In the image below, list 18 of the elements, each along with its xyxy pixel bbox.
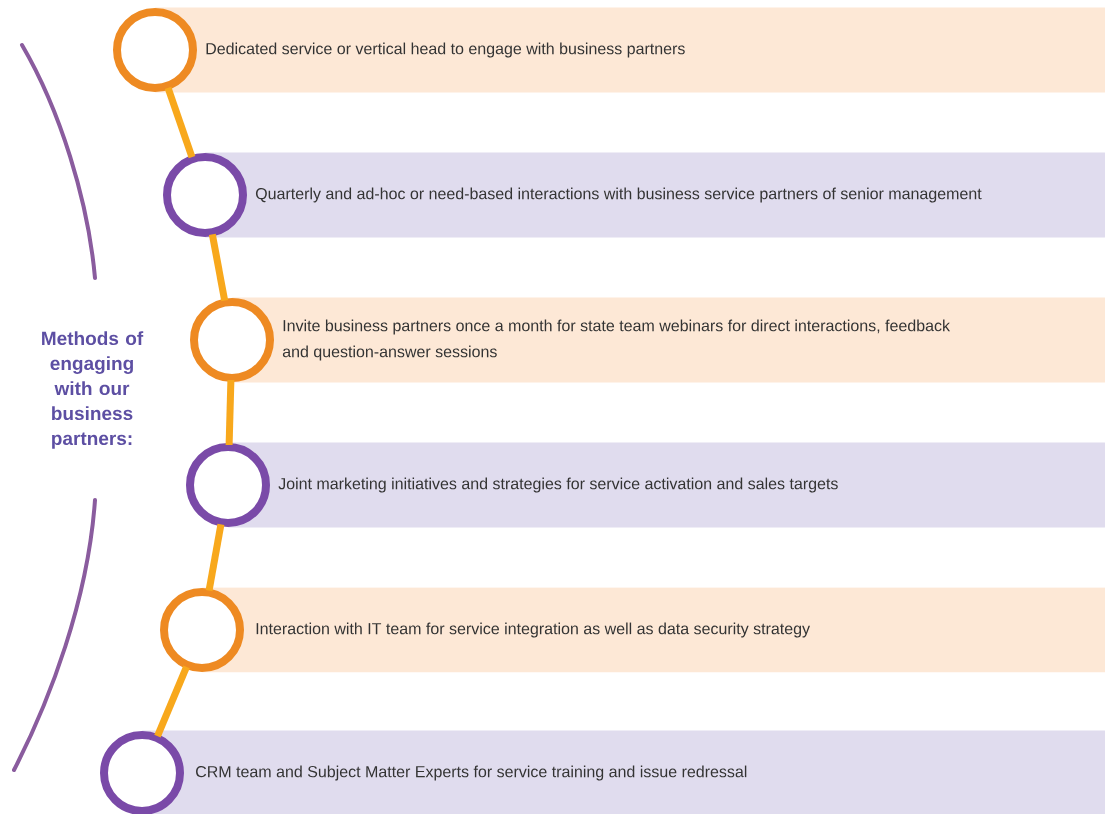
text-band: Joint marketing initiatives and strategies for service activation and sales targets	[228, 442, 1105, 528]
text-band: CRM team and Subject Matter Experts for service training and issue redressal	[142, 730, 1105, 814]
text-band: Quarterly and ad-hoc or need-based interactions with business service partners of senior management	[205, 152, 1105, 238]
ring-circle	[113, 8, 197, 92]
curve-line	[225, 379, 235, 446]
ring-circle	[163, 153, 247, 237]
curve-line	[154, 665, 190, 738]
curve-line	[205, 523, 225, 592]
curve-line	[164, 86, 196, 159]
text-band: Interaction with IT team for service integration as well as data security strategy	[202, 587, 1105, 673]
ring-circle	[100, 731, 184, 814]
curve-line	[208, 233, 229, 302]
ring-circle	[190, 298, 274, 382]
ring-circle	[186, 443, 270, 527]
title-text: Methods of engaging with our business partners:	[42, 331, 144, 449]
text-band: Invite business partners once a month for state team webinars for direct interactions, feedback and question-answer sessions	[232, 297, 1105, 383]
text-band: Dedicated service or vertical head to engage with business partners	[155, 7, 1105, 93]
ring-circle	[160, 588, 244, 672]
